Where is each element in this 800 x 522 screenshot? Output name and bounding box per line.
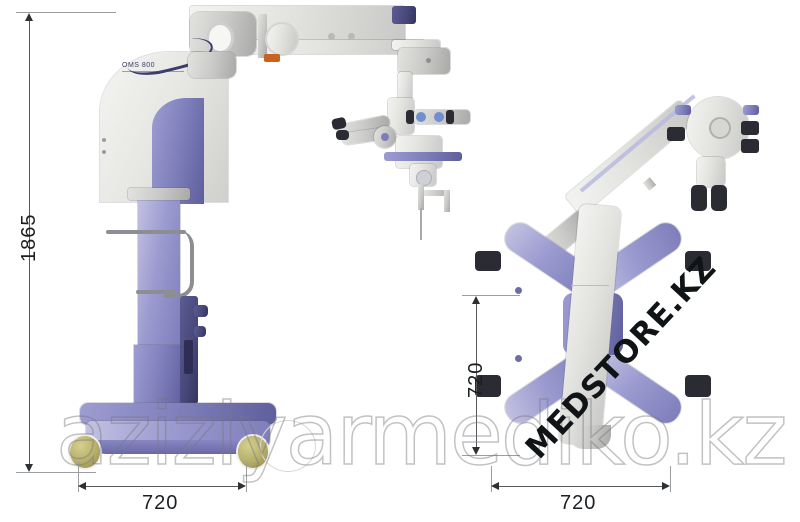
dimension-line-width-right-unit xyxy=(495,486,666,487)
lift-column-lower xyxy=(134,345,184,407)
head-mount-post xyxy=(418,184,424,210)
head-swing-arm xyxy=(398,72,412,106)
arm-hinge-bracket xyxy=(258,14,267,58)
ext-line-depth-bottom xyxy=(462,455,520,456)
ext-line-depth-top xyxy=(462,295,520,296)
product-brand-label: OMS 800 xyxy=(122,62,156,69)
dimension-line-width-left-unit xyxy=(82,486,242,487)
head-illuminator-housing xyxy=(398,48,450,74)
dimension-label-width-right-unit: 720 xyxy=(560,492,597,514)
front-eyepiece-a-icon xyxy=(741,121,759,135)
front-binocular-left-icon xyxy=(691,185,707,211)
view-side-elevation: OMS 800 xyxy=(60,0,425,480)
base-caster-bottom-left xyxy=(475,375,501,397)
housing-vent-icon xyxy=(102,138,106,142)
view-angled xyxy=(455,75,800,485)
front-eyepiece-b-icon xyxy=(741,139,759,153)
illuminator-screw-icon xyxy=(426,58,431,63)
objective-lens-icon xyxy=(416,170,432,186)
dimension-arrow-rwidth-left xyxy=(491,482,499,490)
column-top-collar xyxy=(128,188,190,200)
dimension-arrow-width-left xyxy=(78,482,86,490)
dimension-arrow-depth-top xyxy=(472,296,480,304)
head-cable xyxy=(420,208,422,240)
arm-screw-a-icon xyxy=(328,33,335,40)
arm-screw-b-icon xyxy=(348,33,355,40)
front-head-accent-right xyxy=(743,105,759,115)
control-knob-right-icon xyxy=(434,112,444,122)
push-handle[interactable] xyxy=(106,230,186,234)
ext-line-width-right xyxy=(246,462,247,492)
column-endview-seam xyxy=(571,285,609,286)
ext-line-rwidth-right xyxy=(670,466,671,492)
arm-end-block xyxy=(392,6,416,24)
swan-neck-inner-panel xyxy=(152,98,204,204)
dimension-arrow-height-bottom xyxy=(25,464,33,472)
handle-return-bend[interactable] xyxy=(164,230,194,298)
caster-front xyxy=(70,436,100,468)
optics-accent-bar xyxy=(384,152,462,161)
accessory-bracket xyxy=(424,190,450,196)
ext-line-width-left xyxy=(78,462,79,492)
dimension-label-width-left-unit: 720 xyxy=(142,492,179,514)
ext-line-rwidth-left xyxy=(491,466,492,492)
view-head-detail xyxy=(330,40,490,240)
binocular-hinge-center-icon xyxy=(381,133,389,141)
arm-release-lever-icon xyxy=(264,54,280,62)
dimension-line-height xyxy=(29,16,30,468)
brand-underline xyxy=(122,71,184,72)
base-bolt-b-icon xyxy=(515,355,522,362)
accessory-bracket-drop xyxy=(444,190,450,212)
folded-arm-upper xyxy=(564,99,697,216)
control-knob-left-icon xyxy=(416,112,426,122)
base-front-bevel xyxy=(94,440,262,454)
dimension-label-depth: 720 xyxy=(465,361,487,398)
handle-lower-arm[interactable] xyxy=(136,290,176,294)
base-bolt-a-icon xyxy=(515,287,522,294)
front-head-accent-left xyxy=(675,105,691,115)
dimension-label-height: 1865 xyxy=(18,213,40,263)
base-top-plate xyxy=(80,403,276,425)
arm-stop-tab-b xyxy=(642,177,657,191)
ext-line-height-top xyxy=(16,12,116,13)
side-clamp-right-icon xyxy=(446,110,454,124)
eyepiece-right-icon xyxy=(336,130,349,140)
dimension-arrow-height-top xyxy=(25,13,33,21)
column-endview-cap xyxy=(569,425,611,449)
housing-vent-2-icon xyxy=(102,150,106,154)
control-panel-knob-b[interactable] xyxy=(194,326,206,337)
lift-column-upper xyxy=(138,196,180,348)
control-panel-slot-icon xyxy=(184,340,193,374)
front-head-center-icon xyxy=(709,117,731,139)
dimension-arrow-width-right xyxy=(238,482,246,490)
dimension-arrow-depth-bottom xyxy=(472,447,480,455)
base-caster-top-right xyxy=(685,251,711,271)
base-caster-top-left xyxy=(475,251,501,271)
arm-hinge-knuckle xyxy=(265,22,299,56)
base-caster-bottom-right xyxy=(685,375,711,397)
head-suspension-link xyxy=(392,40,440,50)
side-clamp-left-icon xyxy=(406,110,414,124)
dimension-line-depth xyxy=(476,299,477,451)
shoulder-joint xyxy=(188,52,236,78)
front-objective-barrel xyxy=(697,157,725,187)
front-eyepiece-c-icon xyxy=(667,127,685,141)
dimension-arrow-rwidth-right xyxy=(662,482,670,490)
front-binocular-right-icon xyxy=(711,185,727,211)
caster-outline-ghost xyxy=(260,420,316,472)
control-panel-knob-a[interactable] xyxy=(194,305,208,317)
ext-line-height-bottom xyxy=(16,472,96,473)
